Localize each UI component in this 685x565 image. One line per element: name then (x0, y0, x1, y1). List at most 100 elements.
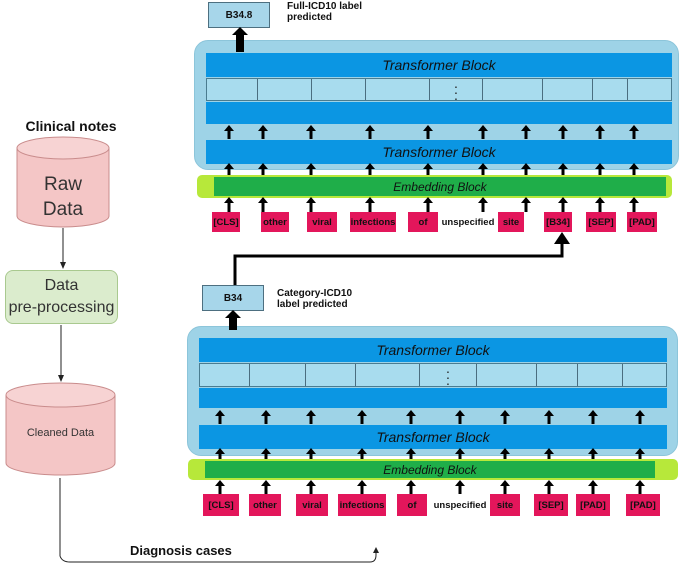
top-transformer-block-upper: Transformer Block (206, 53, 672, 77)
top-token: unspecified (441, 216, 495, 228)
up-arrow-icon (629, 197, 639, 212)
full-icd10-prediction-box: B34.8 (208, 2, 270, 28)
top-token: viral (307, 212, 337, 232)
full-icd10-prediction-text: Full-ICD10 label predicted (287, 1, 362, 23)
up-arrow-icon (478, 197, 488, 212)
up-arrow-icon (595, 125, 605, 139)
bottom-attention-row: ··· (199, 363, 667, 391)
bottom-token: [PAD] (626, 494, 660, 516)
bottom-token: of (397, 494, 427, 516)
up-arrow-icon (635, 448, 645, 459)
top-token: [SEP] (586, 212, 616, 232)
up-arrow-icon (258, 197, 268, 212)
ellipsis-dots: ··· (453, 78, 459, 106)
up-arrow-icon (423, 163, 433, 175)
up-arrow-icon (635, 480, 645, 494)
up-arrow-icon (215, 480, 225, 494)
pred-text-line2: label predicted (277, 299, 348, 310)
up-arrow-icon (588, 448, 598, 459)
cleaned-data-label: Cleaned Data (26, 427, 95, 439)
up-arrow-icon (306, 410, 316, 424)
up-arrow-icon (357, 480, 367, 494)
up-arrow-icon (232, 27, 248, 52)
up-arrow-icon (423, 197, 433, 212)
up-arrow-icon (544, 480, 554, 494)
up-arrow-icon (258, 125, 268, 139)
up-arrow-icon (224, 197, 234, 212)
preprocessing-box: Data pre-processing (5, 270, 118, 324)
up-arrow-icon (261, 448, 271, 459)
up-arrow-icon (306, 125, 316, 139)
up-arrow-icon (521, 163, 531, 175)
up-arrow-icon (500, 448, 510, 459)
bottom-embedding-block: Embedding Block (205, 461, 655, 478)
bottom-token: site (490, 494, 520, 516)
bottom-transformer-block-lower: Transformer Block (199, 425, 667, 449)
up-arrow-icon (224, 163, 234, 175)
up-arrow-icon (455, 448, 465, 459)
top-token: infections (350, 212, 396, 232)
top-token: [B34] (544, 212, 572, 232)
up-arrow-icon (215, 410, 225, 424)
up-arrow-icon (558, 163, 568, 175)
up-arrow-icon (261, 410, 271, 424)
top-token: site (498, 212, 524, 232)
up-arrow-icon (406, 410, 416, 424)
bottom-token: other (249, 494, 281, 516)
preprocessing-label-line1: Data (44, 277, 79, 294)
cylinder-icon (5, 382, 116, 476)
up-arrow-icon (558, 197, 568, 212)
up-arrow-icon (521, 197, 531, 212)
up-arrow-icon (595, 163, 605, 175)
up-arrow-icon (455, 410, 465, 424)
up-arrow-icon (261, 480, 271, 494)
raw-data-label-line2: Data (42, 199, 84, 220)
up-arrow-icon (544, 410, 554, 424)
up-arrow-icon (306, 163, 316, 175)
bottom-token: [PAD] (576, 494, 610, 516)
up-arrow-icon (500, 480, 510, 494)
top-attention-row: ··· (206, 78, 672, 106)
up-arrow-icon (558, 125, 568, 139)
top-embedding-block: Embedding Block (214, 177, 666, 196)
up-arrow-icon (225, 310, 241, 330)
bottom-thin-block (199, 388, 667, 408)
up-arrow-icon (357, 410, 367, 424)
bottom-token: [CLS] (203, 494, 239, 516)
up-arrow-icon (544, 448, 554, 459)
cleaned-data-cylinder: Cleaned Data (5, 381, 116, 477)
up-arrow-icon (224, 125, 234, 139)
up-arrow-icon (478, 125, 488, 139)
up-arrow-icon (258, 163, 268, 175)
category-icd10-prediction-text: Category-ICD10 label predicted (277, 288, 352, 310)
up-arrow-icon (365, 125, 375, 139)
up-arrow-icon (588, 410, 598, 424)
up-arrow-icon (478, 163, 488, 175)
up-arrow-icon (629, 163, 639, 175)
up-arrow-icon (588, 480, 598, 494)
up-arrow-icon (629, 125, 639, 139)
up-arrow-icon (306, 480, 316, 494)
top-thin-block (206, 102, 672, 124)
up-arrow-icon (215, 448, 225, 459)
pred-text-line1: Full-ICD10 label (287, 1, 363, 12)
up-arrow-icon (365, 197, 375, 212)
ellipsis-dots: ··· (445, 363, 451, 391)
category-icd10-prediction-box: B34 (202, 285, 264, 311)
bottom-transformer-block-upper: Transformer Block (199, 338, 667, 362)
raw-data-label-line1: Raw (43, 174, 82, 195)
preprocessing-label-line2: pre-processing (8, 299, 115, 316)
up-arrow-icon (595, 197, 605, 212)
pred-text-line2: predicted (287, 12, 333, 23)
top-token: [CLS] (212, 212, 240, 232)
pred-text-line1: Category-ICD10 (277, 288, 353, 299)
up-arrow-icon (306, 197, 316, 212)
up-arrow-icon (635, 410, 645, 424)
top-token: other (261, 212, 289, 232)
up-arrow-icon (521, 125, 531, 139)
bottom-token: infections (338, 494, 386, 516)
up-arrow-icon (357, 448, 367, 459)
diagnosis-cases-label: Diagnosis cases (130, 543, 232, 558)
top-transformer-block-lower: Transformer Block (206, 140, 672, 164)
up-arrow-icon (500, 410, 510, 424)
